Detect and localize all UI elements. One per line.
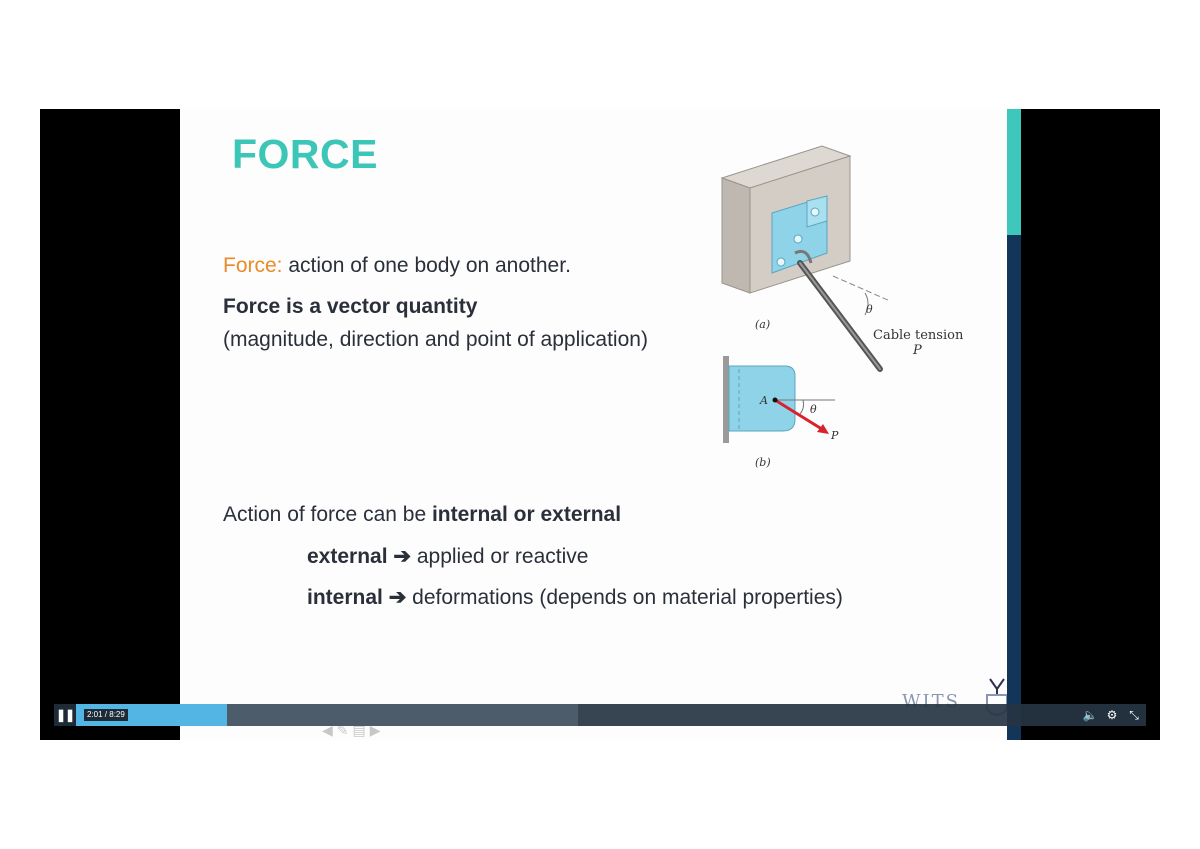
lecture-slide: FORCE Force: action of one body on anoth… [180, 109, 1007, 740]
volume-icon[interactable]: 🔈 [1082, 708, 1098, 722]
internal-line: internal ➔ deformations (depends on mate… [307, 585, 843, 610]
pause-button[interactable]: ❚❚ [54, 704, 76, 726]
back-arrow-icon[interactable]: ◀ [322, 722, 333, 738]
time-display: 2:01 / 8:29 [84, 709, 128, 721]
action-of-force-line: Action of force can be internal or exter… [223, 503, 621, 527]
force-p-label: P [830, 429, 839, 442]
right-arrow-icon: ➔ [393, 545, 411, 568]
external-term: external [307, 545, 388, 568]
right-arrow-icon: ➔ [388, 586, 407, 609]
force-figure: θ (a) Cable tension P A θ P (b) [720, 145, 964, 469]
point-a-label: A [759, 394, 768, 407]
pen-icon[interactable]: ✎ [336, 722, 349, 738]
slide-title: FORCE [232, 131, 378, 177]
theta-label: θ [866, 303, 873, 316]
side-strip-accent [1007, 109, 1021, 235]
action-prefix: Action of force can be [223, 503, 432, 526]
internal-text: deformations (depends on material proper… [406, 586, 843, 609]
video-controls: ❚❚ 2:01 / 8:29 🔈 ⚙ ⤡ [54, 704, 1146, 726]
exit-fullscreen-icon[interactable]: ⤡ [1129, 708, 1139, 722]
internal-term: internal [307, 586, 383, 609]
video-player[interactable]: FORCE Force: action of one body on anoth… [40, 109, 1160, 740]
vector-quantity-line: Force is a vector quantity [223, 295, 478, 318]
figure-label-a: (a) [755, 318, 770, 331]
slide-side-strip [1007, 109, 1021, 740]
theta-b-label: θ [810, 403, 817, 416]
cable-tension-label: Cable tension [873, 328, 964, 343]
figure-label-b: (b) [755, 456, 771, 469]
definition-term: Force: [223, 254, 283, 277]
definition-text: action of one body on another. [282, 254, 571, 277]
cable-tension-p-label: P [912, 343, 922, 358]
annotation-toolbar: ◀ ✎ ▤ ▶ [322, 722, 381, 739]
forward-arrow-icon[interactable]: ▶ [369, 722, 381, 738]
force-definition: Force: action of one body on another. [223, 254, 571, 278]
settings-gear-icon[interactable]: ⚙ [1106, 708, 1118, 722]
menu-icon[interactable]: ▤ [352, 722, 366, 738]
external-text: applied or reactive [411, 545, 589, 568]
external-line: external ➔ applied or reactive [307, 544, 588, 569]
action-bold: internal or external [431, 503, 622, 526]
vector-quantity-detail: (magnitude, direction and point of appli… [223, 328, 648, 351]
